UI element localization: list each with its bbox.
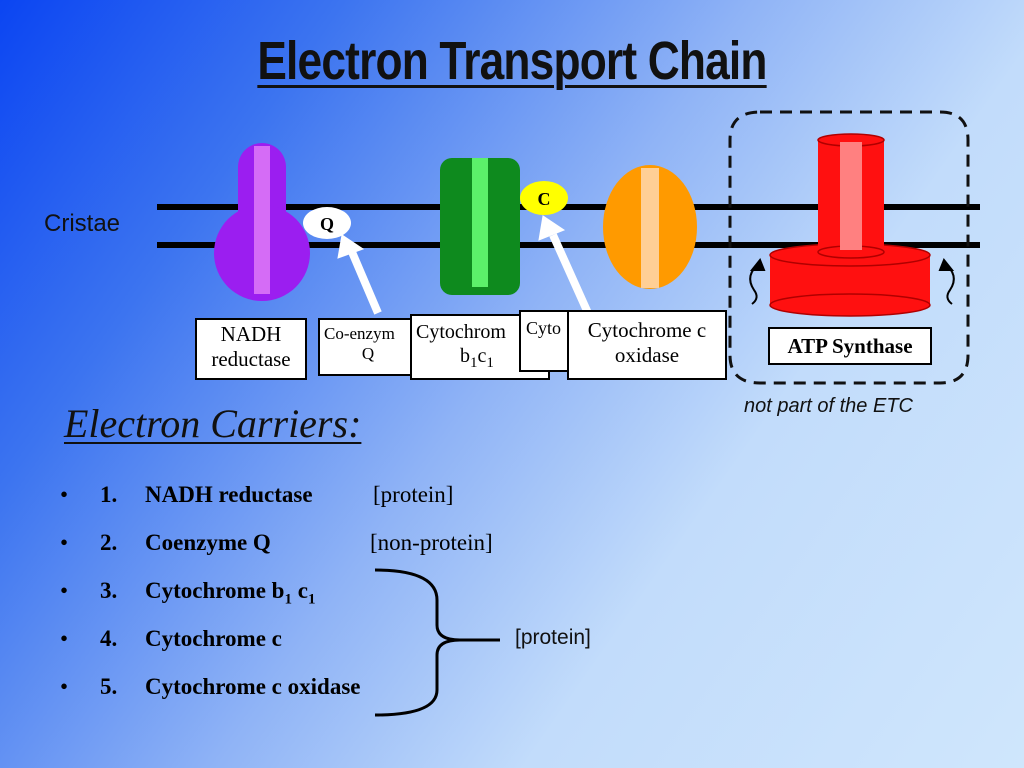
nadh-reductase-shape bbox=[214, 143, 310, 301]
item-name: Cytochrome b1 c1 bbox=[145, 578, 316, 608]
page-title: Electron Transport Chain bbox=[257, 31, 767, 91]
item-number: 2. bbox=[100, 530, 118, 555]
rotation-right-icon bbox=[938, 258, 955, 305]
item-number: 4. bbox=[100, 626, 118, 651]
item-category: [protein] bbox=[373, 482, 454, 507]
q-badge: Q bbox=[303, 207, 351, 239]
cytochrome-oxidase-label: Cytochrome c oxidase bbox=[567, 310, 727, 380]
item-name: Coenzyme Q bbox=[145, 530, 271, 555]
rotation-left-icon bbox=[749, 258, 766, 305]
cytochrome-bc-shape bbox=[440, 158, 520, 295]
q-badge-text: Q bbox=[320, 214, 334, 234]
item-name: NADH reductase bbox=[145, 482, 313, 507]
protein-group-bracket bbox=[374, 568, 500, 717]
bullet: • bbox=[60, 578, 69, 603]
arrow-to-c bbox=[538, 215, 592, 315]
coenzyme-q-label: Co-enzym Q bbox=[318, 318, 414, 376]
item-number: 1. bbox=[100, 482, 118, 507]
item-category: [non-protein] bbox=[370, 530, 493, 555]
item-number: 5. bbox=[100, 674, 118, 699]
c-badge: C bbox=[520, 181, 568, 215]
c-badge-text: C bbox=[538, 189, 551, 209]
atp-dashed-box bbox=[728, 110, 970, 385]
bullet: • bbox=[60, 482, 69, 507]
cristae-label: Cristae bbox=[44, 210, 121, 237]
bullet: • bbox=[60, 674, 69, 699]
nadh-reductase-label: NADH reductase bbox=[195, 318, 307, 380]
item-number: 3. bbox=[100, 578, 118, 603]
arrow-to-q bbox=[337, 234, 382, 315]
bullet: • bbox=[60, 626, 69, 651]
protein-group-label: [protein] bbox=[515, 626, 591, 649]
item-name: Cytochrome c oxidase bbox=[145, 674, 361, 699]
bullet: • bbox=[60, 530, 69, 555]
atp-synthase-label: ATP Synthase bbox=[768, 327, 932, 365]
not-part-note: not part of the ETC bbox=[744, 395, 913, 417]
item-name: Cytochrome c bbox=[145, 626, 282, 651]
cytochrome-oxidase-shape bbox=[603, 165, 697, 289]
carriers-heading: Electron Carriers: bbox=[64, 401, 362, 446]
atp-synthase-shape bbox=[769, 133, 931, 317]
